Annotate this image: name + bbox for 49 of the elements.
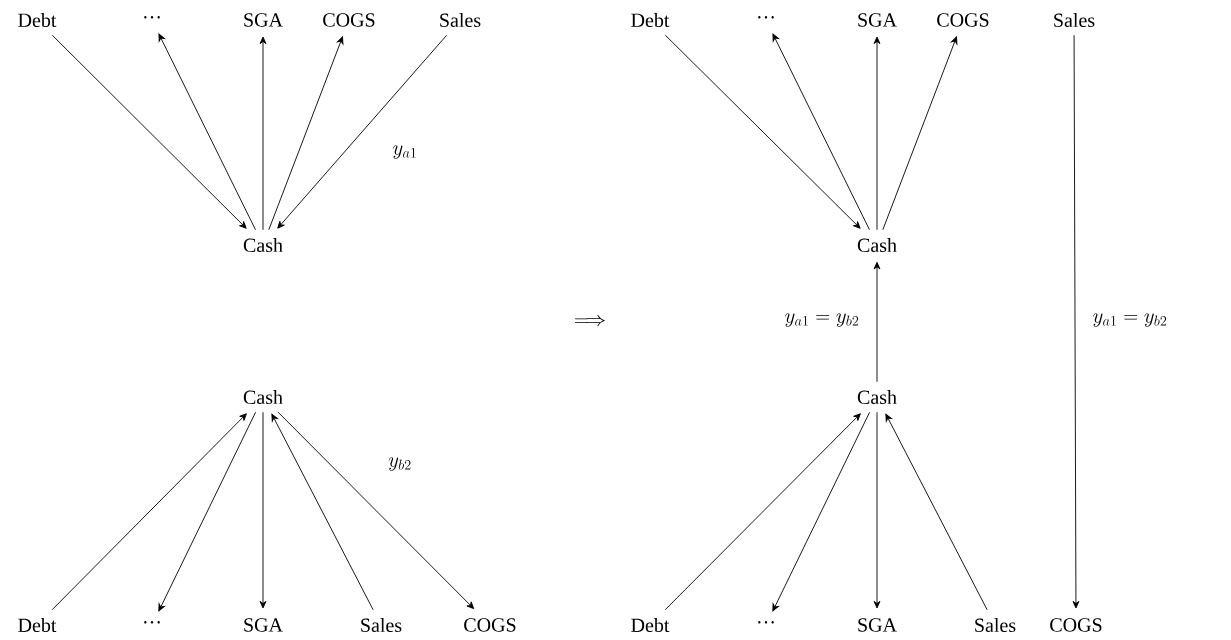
node-text: Debt — [631, 617, 670, 633]
edge-label: $y_{a1} = y_{b2}$ — [1090, 311, 1170, 329]
arrow — [873, 36, 881, 231]
implies-symbol: $\Longrightarrow$ — [574, 314, 605, 327]
arrow — [271, 413, 374, 611]
node-text: ··· — [758, 16, 774, 19]
node-text: Cash — [243, 389, 283, 405]
node-text: Cash — [243, 237, 283, 253]
arrow — [268, 36, 344, 231]
edge-label: $y_{b2}$ — [386, 455, 414, 473]
edge-label: $y_{a1} = y_{b2}$ — [782, 311, 862, 329]
node-text: COGS — [1050, 618, 1102, 632]
arrow — [51, 413, 247, 611]
arrow — [873, 411, 881, 609]
arrow — [259, 36, 267, 231]
arrow — [259, 411, 267, 609]
node-text: ··· — [758, 621, 774, 624]
node-text: Sales — [975, 617, 1016, 633]
arrow — [158, 33, 256, 231]
node-text: Debt — [18, 12, 57, 28]
arrow — [772, 33, 870, 231]
arrow — [885, 413, 988, 611]
arrow — [772, 411, 871, 612]
node-text: Cash — [857, 389, 897, 405]
node-text: SGA — [858, 13, 897, 27]
node-text: SGA — [244, 13, 283, 27]
arrow — [277, 411, 475, 610]
arrow — [277, 34, 448, 229]
node-text: ··· — [144, 16, 160, 19]
node-text: ··· — [144, 621, 160, 624]
node-text: SGA — [858, 618, 897, 632]
edge-label: $y_{a1}$ — [390, 143, 420, 161]
node-text: Debt — [18, 617, 57, 633]
arrow — [873, 261, 881, 383]
node-text: COGS — [323, 13, 375, 27]
arrow — [664, 34, 861, 229]
arrow — [882, 36, 958, 231]
node-text: Debt — [631, 12, 670, 28]
node-text: SGA — [244, 618, 283, 632]
node-text: Cash — [857, 237, 897, 253]
node-text: Sales — [1054, 12, 1095, 28]
node-text: Sales — [440, 12, 481, 28]
node-text: COGS — [464, 618, 516, 632]
arrow — [664, 413, 861, 611]
node-text: Sales — [361, 617, 402, 633]
node-text: COGS — [937, 13, 989, 27]
arrow — [1072, 34, 1080, 609]
arrow — [158, 411, 257, 612]
arrow — [51, 34, 247, 229]
